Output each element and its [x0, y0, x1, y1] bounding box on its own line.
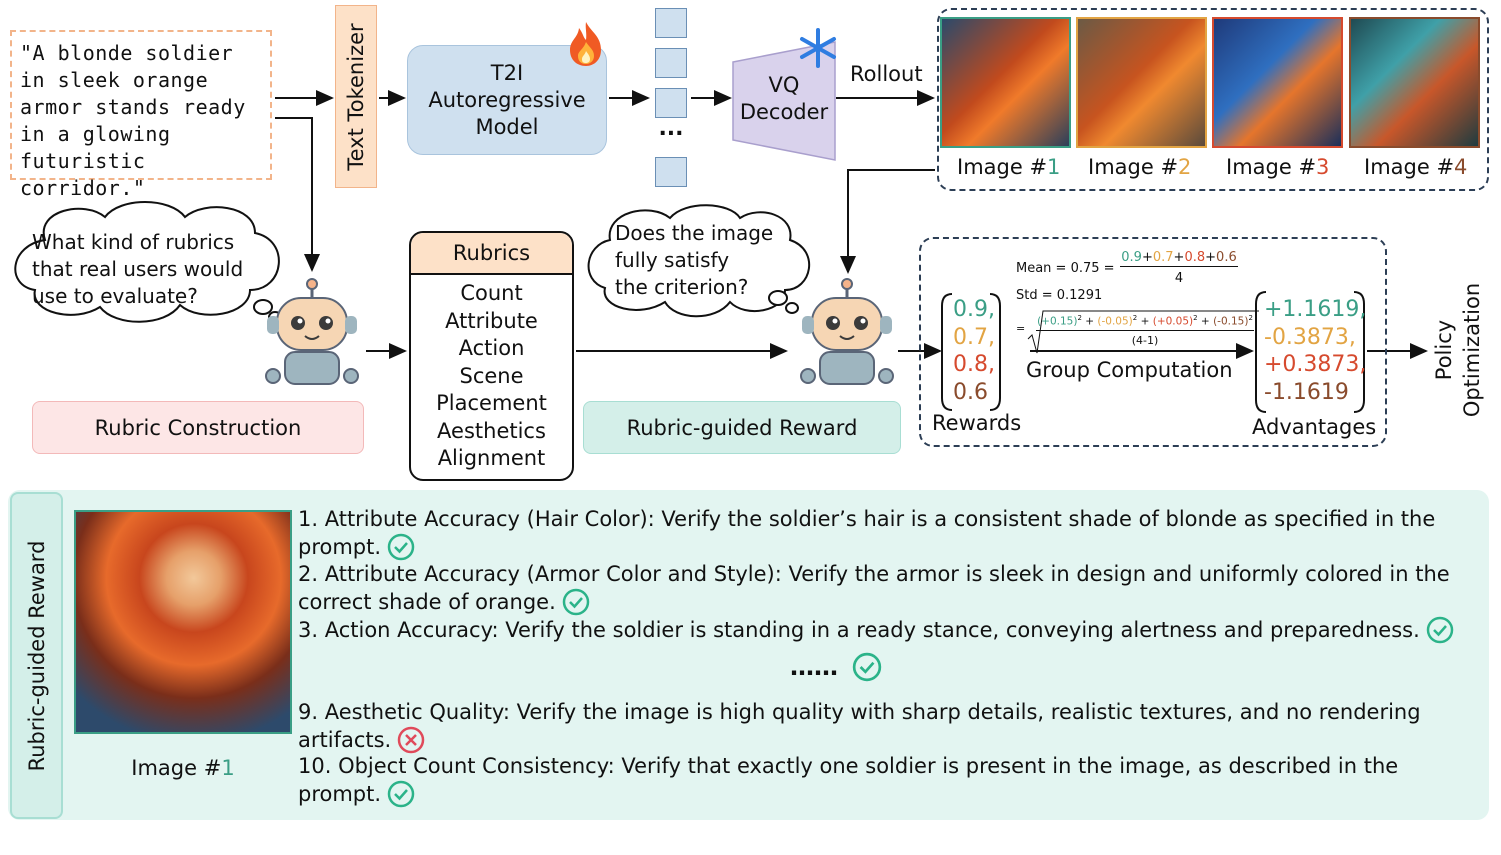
criterion-text: 3. Action Accuracy: Verify the soldier i… — [298, 618, 1420, 642]
reward-value: 0.9, — [953, 297, 995, 322]
robot-icon — [800, 278, 894, 385]
group-computation-label: Group Computation — [1026, 358, 1233, 382]
thought-left-text: What kind of rubrics that real users wou… — [32, 230, 244, 308]
reward-value: 0.8, — [953, 352, 995, 377]
advantages-brackets — [1255, 291, 1365, 413]
prompt-text: "A blonde soldier in sleek orange armor … — [20, 41, 246, 200]
evaluated-image-label: Image #1 — [131, 756, 235, 780]
prompt-box: "A blonde soldier in sleek orange armor … — [10, 30, 272, 200]
advantage-value: -0.3873, — [1264, 324, 1356, 350]
advantages-label: Advantages — [1252, 415, 1377, 439]
generated-image-4 — [1349, 17, 1480, 148]
criterion-text: 9. Aesthetic Quality: Verify the image i… — [298, 700, 1421, 752]
criterion-text: 1. Attribute Accuracy (Hair Color): Veri… — [298, 507, 1436, 559]
cross-icon — [397, 726, 425, 754]
generated-image-3 — [1212, 17, 1343, 148]
vq-decoder-shape — [732, 41, 836, 161]
criterion-item: 9. Aesthetic Quality: Verify the image i… — [298, 699, 1478, 754]
sqrt-symbol — [1027, 310, 1259, 354]
mean-label: Mean = 0.75 = — [1016, 261, 1115, 276]
check-icon — [387, 533, 415, 561]
token-square — [655, 157, 687, 187]
snowflake-icon — [800, 28, 836, 68]
token-square — [655, 8, 687, 38]
criterion-item: 1. Attribute Accuracy (Hair Color): Veri… — [298, 506, 1478, 561]
rollout-label: Rollout — [850, 62, 923, 86]
text-tokenizer-label: Text Tokenizer — [344, 22, 368, 171]
rewards-brackets — [941, 293, 1001, 411]
std-equals: = — [1016, 322, 1026, 335]
criterion-item: 3. Action Accuracy: Verify the soldier i… — [298, 616, 1478, 644]
image-label-4: Image #4 — [1364, 155, 1468, 179]
token-ellipsis: ... — [658, 116, 684, 141]
vq-line2: Decoder — [739, 100, 829, 124]
rewards-label: Rewards — [932, 411, 1022, 435]
check-icon — [852, 652, 882, 682]
image-label-2: Image #2 — [1088, 155, 1192, 179]
criterion-item: 10. Object Count Consistency: Verify tha… — [298, 753, 1478, 808]
generated-image-1 — [940, 17, 1071, 148]
text-tokenizer-block: Text Tokenizer — [335, 5, 377, 188]
image-label-3: Image #3 — [1226, 155, 1330, 179]
std-numerator: (+0.15)2 + (-0.05)2 + (+0.05)2 + (-0.15)… — [1036, 314, 1254, 331]
rubrics-list: Count Attribute Action Scene Placement A… — [411, 275, 572, 473]
criteria-ellipsis: …… — [790, 652, 882, 682]
rubrics-header: Rubrics — [411, 233, 572, 275]
rubric-item: Attribute — [445, 308, 538, 333]
advantage-value: +1.1619, — [1264, 297, 1367, 322]
thought-cloud-mid — [587, 204, 810, 318]
thought-mid-text: Does the image fully satisfy the criteri… — [615, 221, 774, 299]
advantage-value: +0.3873, — [1264, 352, 1367, 377]
policy-optimization-label: Policy Optimization — [1432, 282, 1484, 418]
check-icon — [562, 588, 590, 616]
rubric-item: Action — [458, 336, 525, 360]
t2i-line1: T2I — [490, 60, 524, 85]
reward-value: 0.6 — [953, 379, 988, 405]
rubrics-box: Rubrics Count Attribute Action Scene Pla… — [409, 231, 574, 481]
robot-icon — [265, 278, 359, 385]
rubric-item: Aesthetics — [437, 418, 546, 443]
mean-numerator: 0.9+0.7+0.8+0.6 — [1120, 250, 1238, 267]
rubric-construction-label: Rubric Construction — [32, 401, 364, 454]
vq-line1: VQ — [768, 73, 800, 97]
generated-image-2 — [1076, 17, 1207, 148]
rubric-item: Alignment — [437, 446, 546, 470]
rollout-images-group — [937, 8, 1489, 191]
criterion-text: 2. Attribute Accuracy (Armor Color and S… — [298, 562, 1450, 614]
rewards-values: 0.9, 0.7, 0.8, 0.6 — [953, 296, 995, 406]
advantages-values: +1.1619, -0.3873, +0.3873, -1.1619 — [1264, 296, 1366, 406]
reward-value: 0.7, — [953, 324, 995, 350]
group-computation-box — [919, 237, 1387, 447]
advantage-value: -1.1619 — [1264, 379, 1349, 405]
rubric-item: Count — [460, 281, 523, 305]
token-square — [655, 88, 687, 118]
t2i-line2: Autoregressive — [428, 87, 586, 112]
rubric-item: Scene — [459, 363, 524, 388]
side-tab-label: Rubric-guided Reward — [24, 540, 49, 771]
criterion-text: 10. Object Count Consistency: Verify tha… — [298, 754, 1399, 806]
t2i-model-block: T2I Autoregressive Model — [407, 45, 607, 155]
image-label-1: Image #1 — [957, 155, 1061, 179]
check-icon — [387, 780, 415, 808]
check-icon — [1426, 616, 1454, 644]
evaluated-image — [74, 510, 292, 734]
fire-icon — [570, 22, 601, 66]
rubric-item: Placement — [436, 391, 547, 415]
t2i-line3: Model — [475, 114, 539, 139]
rubric-reward-side-tab: Rubric-guided Reward — [10, 492, 63, 819]
token-square — [655, 48, 687, 78]
rubric-guided-reward-label: Rubric-guided Reward — [583, 401, 901, 454]
criterion-item: 2. Attribute Accuracy (Armor Color and S… — [298, 561, 1478, 616]
vq-decoder-label: VQ Decoder — [731, 72, 837, 126]
mean-denominator: 4 — [1174, 271, 1184, 286]
std-denominator: (4-1) — [1131, 334, 1159, 347]
std-label: Std = 0.1291 — [1016, 288, 1103, 303]
